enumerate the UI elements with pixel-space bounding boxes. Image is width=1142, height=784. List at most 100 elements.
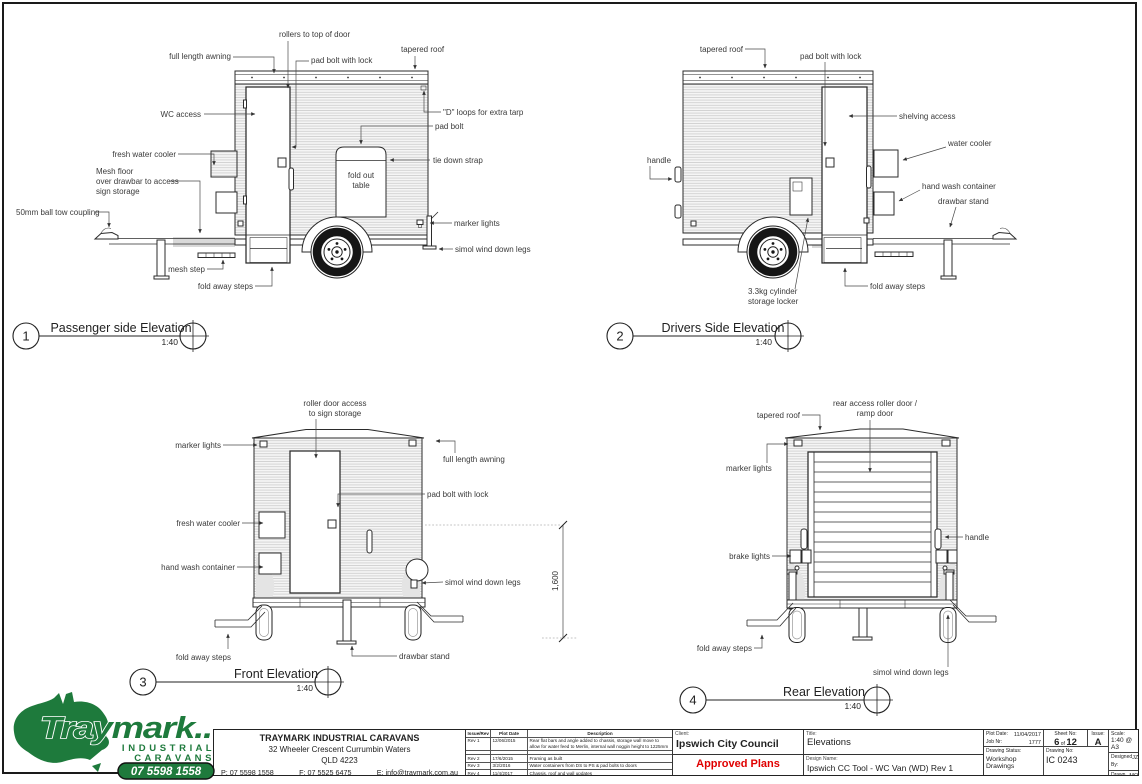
elevation-scale: 1:40: [296, 683, 313, 693]
meta-cell: Plot Date:11/04/2017 Job Nr:1777 Sheet N…: [984, 730, 1138, 775]
company-phone: P: 07 5598 1558: [221, 768, 274, 775]
company-address: 32 Wheeler Crescent Currumbin Waters: [268, 745, 411, 754]
company-email: E: info@traymark.com.au: [376, 768, 458, 775]
trailer-side-ps: [93, 70, 439, 279]
rev-row-cell: Rear flat bars and angle added to chassi…: [528, 738, 672, 751]
leader-handle: [649, 166, 673, 181]
shelving-door: [821, 86, 868, 264]
sheet-no: 6: [1054, 737, 1060, 748]
elevation-scale: 1:40: [844, 701, 861, 711]
label-tapered-roof: tapered roof: [757, 411, 801, 420]
rev-row-cell: Rev 2: [466, 755, 491, 763]
label-brake-lights: brake lights: [729, 552, 770, 561]
wind-leg-winder: [405, 558, 429, 582]
mesh-step: [874, 251, 914, 257]
callout-number: 3: [139, 675, 146, 690]
hand-wash-container: [258, 552, 282, 575]
issue: A: [1094, 737, 1102, 748]
elevation-scale: 1:40: [161, 337, 178, 347]
label-d-loops: "D" loops for extra tarp: [443, 108, 524, 117]
marker-light: [259, 440, 268, 448]
labels-rear: tapered roof rear access roller door / r…: [697, 399, 990, 677]
orientation-icon: [312, 666, 344, 698]
rev-row-cell: 11/4/2017: [491, 770, 528, 775]
labels-ds: tapered roof pad bolt with lock shelving…: [647, 45, 996, 306]
door-handle: [288, 167, 294, 191]
design-name-label: Design Name:: [806, 756, 838, 762]
sheet-total: 12: [1066, 737, 1077, 748]
label-awning: full length awning: [169, 52, 231, 61]
leader-drawbar-stand: [949, 206, 957, 228]
label-awning: full length awning: [443, 455, 505, 464]
plot-date-label: Plot Date:: [986, 731, 1008, 737]
revision-table: Issue/Rev Plot Date Description Rev 1 12…: [466, 730, 673, 775]
wheel: [255, 604, 273, 641]
traymark-logo: Traymark.. I N D U S T R I A L C A R A V…: [13, 692, 215, 780]
marker-light: [416, 219, 424, 225]
roof-rail: [682, 70, 874, 85]
orientation-icon: [177, 320, 209, 352]
callout-number: 4: [689, 693, 696, 708]
designed-by: JZ: [1132, 755, 1138, 761]
door-handle: [366, 529, 373, 554]
elevation-passenger-side: rollers to top of door full length awnin…: [12, 30, 531, 352]
leader-coupling: [95, 211, 111, 228]
australia-map-icon: [13, 692, 109, 763]
company-fax: F: 07 5525 6475: [299, 768, 352, 775]
elevation-scale: 1:40: [755, 337, 772, 347]
trailer-front: [214, 429, 464, 645]
wheel: [747, 226, 799, 278]
drawbar-stand: [342, 599, 352, 642]
orientation-icon: [861, 684, 893, 716]
leader-fold-steps: [255, 266, 274, 287]
designed-label: Designed By:: [1111, 754, 1133, 768]
leader-fold-steps: [843, 267, 868, 287]
label-fold-steps: fold away steps: [198, 282, 253, 291]
dimension-1600: 1,600: [425, 520, 578, 643]
label-pad-bolt-lock: pad bolt with lock: [427, 490, 489, 499]
label-mesh-floor-3: sign storage: [96, 187, 140, 196]
marker-light: [793, 439, 803, 447]
label-tapered-roof: tapered roof: [401, 45, 445, 54]
leader-water-cooler: [902, 146, 947, 161]
rev-row-cell: Rev 1: [466, 737, 491, 751]
label-cylinder-2: storage locker: [748, 297, 799, 306]
tow-coupling: [93, 231, 119, 240]
dim-height: 1,600: [551, 570, 560, 591]
fold-out-table: [335, 146, 387, 218]
elevation-front: 1,600 roller door access to sign storage…: [129, 399, 578, 698]
leader-awning: [435, 439, 456, 453]
pad-bolt: [327, 519, 337, 529]
rev-row-cell: Rev 3: [466, 762, 491, 770]
wheel: [404, 604, 422, 641]
drawing-title: Elevations: [807, 737, 851, 748]
drawbar-stand: [943, 239, 953, 277]
sheet-of: of: [1060, 741, 1065, 747]
leader-mesh-step: [207, 259, 225, 270]
label-rear-door-1: rear access roller door /: [833, 399, 918, 408]
elevation-title: Passenger side Elevation: [50, 321, 191, 335]
label-fold-steps: fold away steps: [870, 282, 925, 291]
callout-3: 3 Front Elevation 1:40: [129, 666, 344, 698]
label-mesh-floor-2: over drawbar to access: [96, 177, 179, 186]
marker-light: [690, 220, 697, 227]
label-marker-lights: marker lights: [454, 219, 500, 228]
leader-pad-bolt-lock: [291, 60, 309, 149]
wind-down-leg: [426, 215, 432, 248]
label-cylinder-1: 3.3kg cylinder: [748, 287, 798, 296]
wheel: [311, 226, 363, 278]
brake-light: [935, 549, 948, 564]
label-tapered-roof: tapered roof: [700, 45, 744, 54]
handle: [800, 528, 808, 550]
label-pad-bolt-lock: pad bolt with lock: [800, 52, 862, 61]
label-fold-out-2: table: [352, 181, 370, 190]
label-wind-legs: simol wind down legs: [455, 245, 531, 254]
drawn-by: MO: [1129, 772, 1138, 775]
status: Workshop Drawings: [986, 756, 1017, 770]
label-drawbar-stand: drawbar stand: [938, 197, 989, 206]
title-label: Title:: [806, 731, 817, 737]
wc-door: [245, 86, 291, 264]
plot-date: 11/04/2017: [1013, 732, 1041, 738]
label-mesh-floor-1: Mesh floor: [96, 167, 134, 176]
rev-row-cell: Rev 4: [466, 770, 491, 775]
